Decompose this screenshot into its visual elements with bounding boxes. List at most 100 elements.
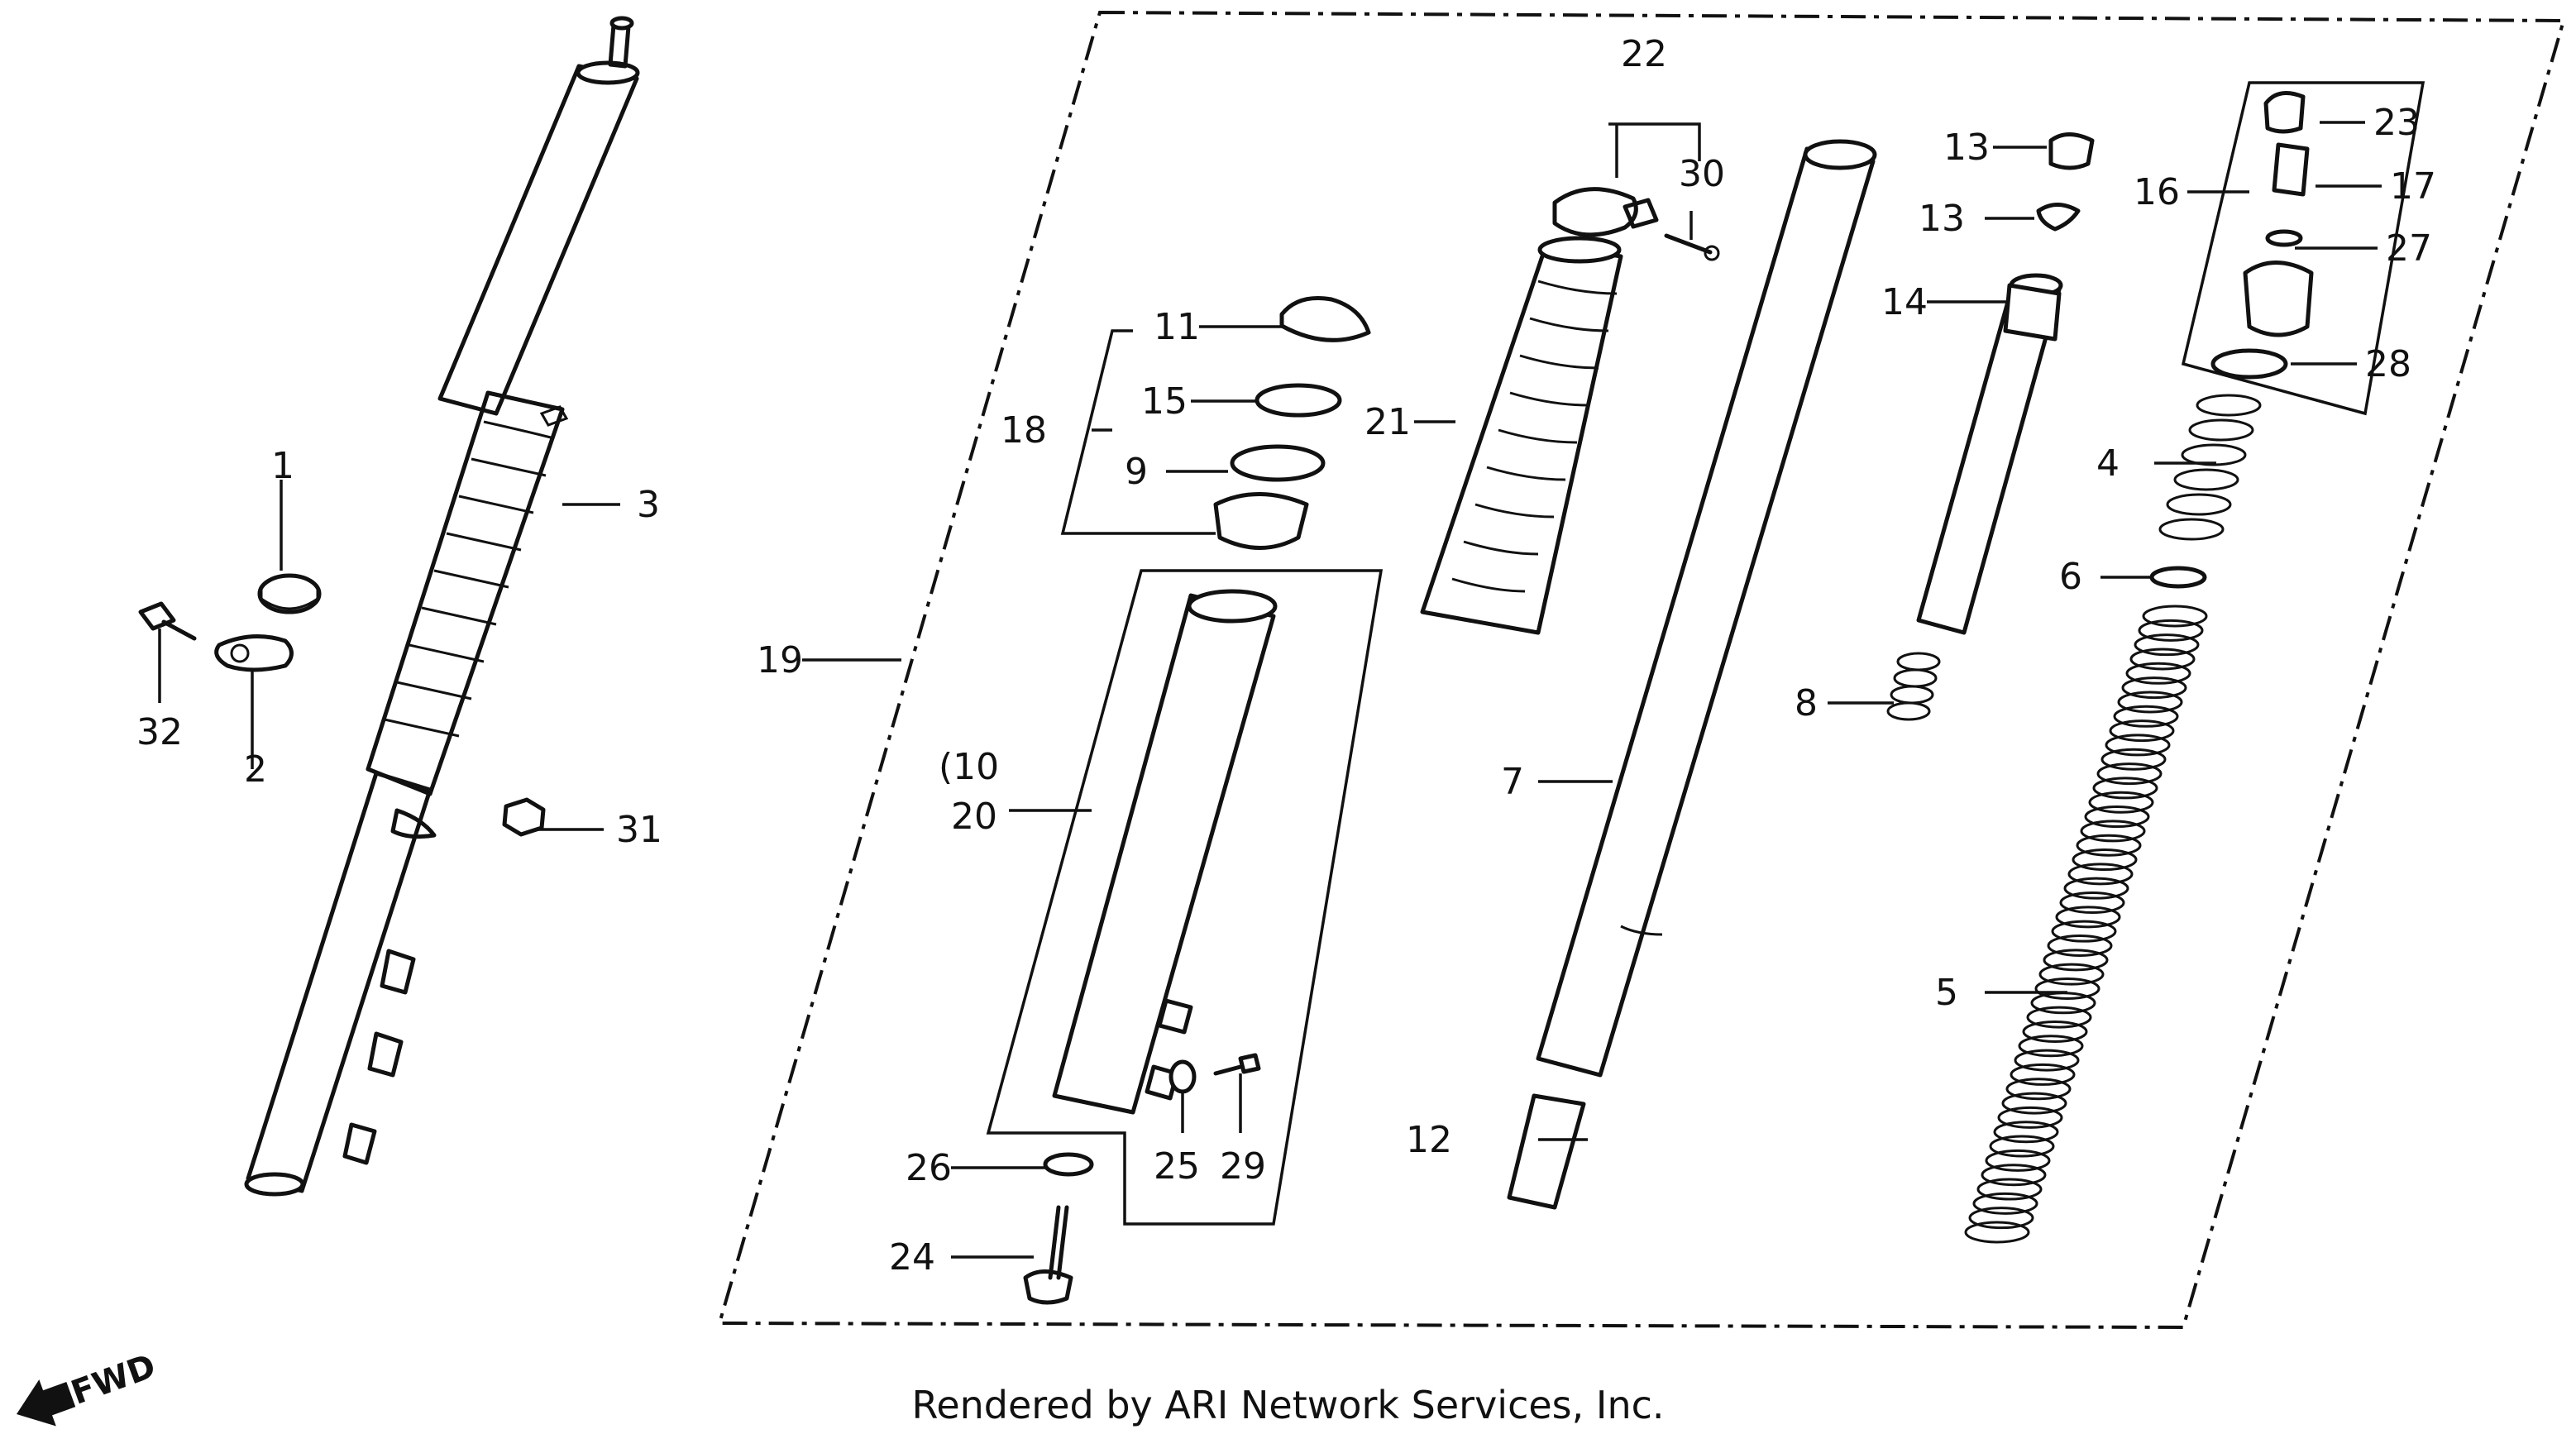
spring-coil	[2022, 1020, 2088, 1043]
part-29-bolt	[1213, 1053, 1261, 1076]
spring-coil	[2117, 691, 2183, 714]
sub-assembly-frame	[717, 10, 2566, 1330]
callout-13-lower: 13	[1919, 198, 1965, 240]
part-22-clamp	[1552, 187, 1638, 237]
part-23-valve-cap	[2263, 91, 2306, 134]
callout-22: 22	[1621, 33, 1667, 75]
callout-21: 21	[1364, 401, 1411, 443]
part-28-o-ring	[2210, 348, 2288, 380]
part-9-washer	[1230, 444, 1326, 482]
part-1-cap	[257, 573, 322, 614]
spring-coil	[2105, 734, 2171, 757]
callout-24: 24	[889, 1236, 935, 1279]
part-31-nut	[502, 797, 546, 837]
spring-coil	[2059, 891, 2125, 915]
arrow-icon	[17, 1379, 76, 1427]
fork-cap-bolt	[2243, 261, 2314, 337]
spring-coil	[1985, 1149, 2051, 1172]
callout-18: 18	[1001, 409, 1047, 452]
spring-coil	[2063, 877, 2129, 900]
callout-3: 3	[637, 484, 660, 526]
spring-coil	[2121, 676, 2187, 700]
spring-coil	[1964, 1221, 2030, 1244]
callout-6: 6	[2059, 556, 2082, 598]
callout-10: (10	[939, 746, 999, 788]
spring-coil	[2100, 748, 2167, 771]
part-20-slider	[1052, 589, 1278, 1115]
callout-labels: 1 2 3 4 5 6 7 8 9 (10 11 12 13 13 14 15 …	[136, 33, 2436, 1279]
part-4-spring-short	[2158, 394, 2262, 541]
spring-coil	[2026, 1006, 2092, 1029]
part-13-ring-lower	[2036, 203, 2081, 232]
callout-25: 25	[1154, 1145, 1200, 1188]
part-26-washer	[1043, 1152, 1094, 1177]
spring-coil	[2038, 963, 2105, 986]
callout-19: 19	[757, 639, 803, 681]
callout-27: 27	[2386, 227, 2432, 270]
spring-coil	[2014, 1049, 2080, 1072]
part-17-air-valve	[2272, 142, 2310, 197]
spring-coil	[2072, 848, 2138, 872]
spring-coil	[2129, 648, 2196, 671]
oil-seal	[1213, 492, 1309, 550]
spring-coil	[2138, 619, 2204, 642]
callout-29: 29	[1220, 1145, 1266, 1188]
callout-14: 14	[1881, 281, 1928, 323]
clamp-screw	[1623, 198, 1659, 229]
group-18-bracket	[1060, 329, 1216, 535]
spring-coil	[2055, 906, 2121, 929]
part-2-clamp	[214, 634, 294, 672]
callout-5: 5	[1935, 972, 1958, 1014]
spring-coil	[2142, 605, 2208, 628]
callout-31: 31	[616, 809, 662, 851]
spring-coil	[1976, 1178, 2043, 1201]
group-16-bracket	[2181, 81, 2425, 416]
part-32-bolt	[138, 601, 197, 641]
callout-15: 15	[1141, 380, 1188, 423]
assembled-fork-leg	[244, 16, 640, 1197]
group-20-frame	[986, 569, 1384, 1226]
part-25-washer	[1169, 1059, 1197, 1094]
spring-coil	[1993, 1121, 2059, 1144]
callout-8: 8	[1795, 682, 1818, 724]
callout-9: 9	[1125, 451, 1148, 493]
spring-coil	[2134, 633, 2200, 657]
spring-coil	[1989, 1135, 2055, 1158]
callout-20: 20	[951, 796, 997, 838]
part-13-ring-upper	[2048, 132, 2095, 170]
spring-coil	[2125, 662, 2191, 685]
callout-2: 2	[244, 748, 267, 791]
spring-coil	[2010, 1063, 2076, 1086]
spring-coil	[2088, 791, 2154, 814]
spring-coil	[2005, 1078, 2072, 1101]
spring-coil	[2113, 705, 2179, 728]
callout-12: 12	[1406, 1119, 1452, 1161]
spring-coil	[2043, 949, 2109, 972]
spring-coil	[2080, 820, 2146, 843]
callout-28: 28	[2365, 343, 2411, 385]
left-small-parts	[138, 573, 546, 837]
spring-coil	[2076, 834, 2142, 857]
spring-coil	[2051, 920, 2117, 943]
spring-coil	[1968, 1207, 2034, 1230]
callout-7: 7	[1501, 761, 1524, 803]
part-7-inner-tube	[1536, 139, 1877, 1078]
callout-32: 32	[136, 711, 183, 753]
spring-coil	[1981, 1164, 2047, 1187]
callout-1: 1	[271, 445, 294, 487]
spring-coil	[2067, 863, 2134, 886]
spring-coil	[1997, 1106, 2063, 1129]
callout-17: 17	[2390, 165, 2436, 208]
callout-26: 26	[906, 1147, 952, 1189]
spring-coil	[2084, 805, 2150, 829]
spring-coil	[2096, 762, 2163, 786]
spring-coil	[2001, 1092, 2067, 1115]
part-21-fork-boot	[1420, 236, 1623, 635]
leader-lines	[158, 121, 2382, 1259]
part-27-o-ring	[2265, 229, 2303, 247]
callout-30: 30	[1679, 153, 1725, 195]
callout-11: 11	[1154, 306, 1200, 348]
callout-23: 23	[2373, 102, 2420, 144]
